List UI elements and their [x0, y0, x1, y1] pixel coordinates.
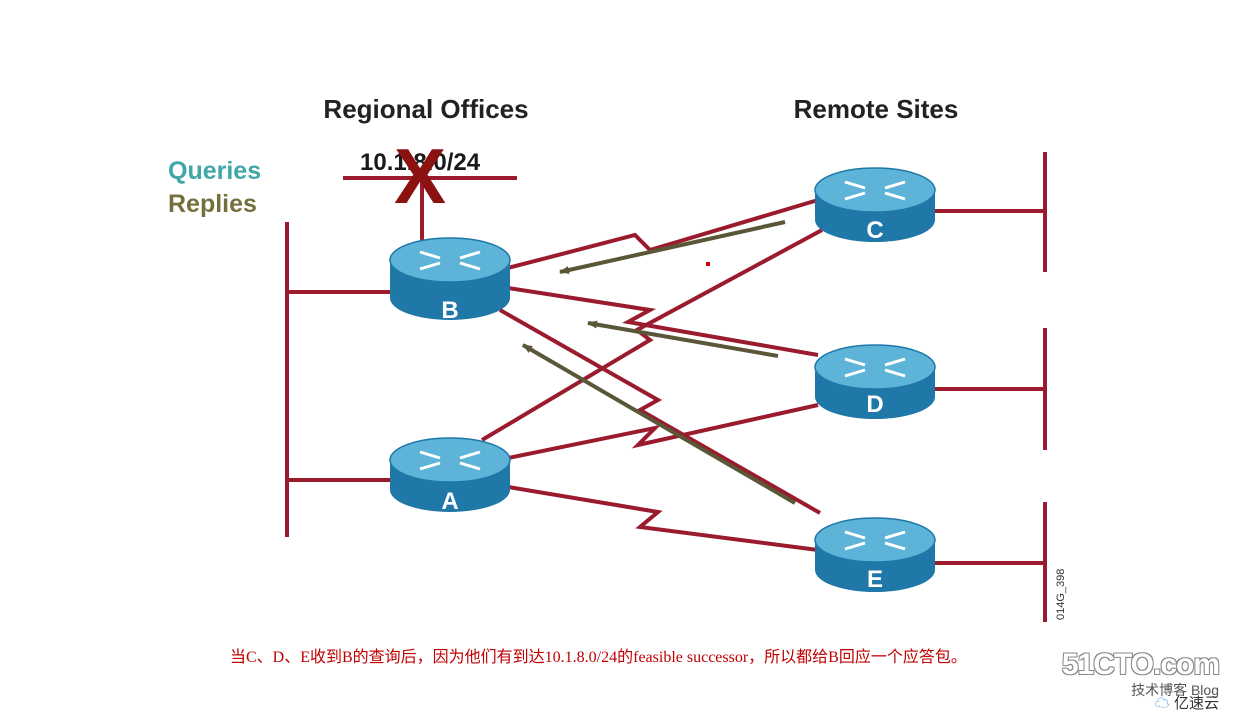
watermark-secondary: ☁ 亿速云 — [1155, 692, 1219, 713]
red-dot — [706, 262, 710, 266]
router-arrows-icon — [844, 530, 906, 551]
svg-text:X: X — [394, 132, 446, 220]
regional-lan — [285, 222, 395, 537]
router-b-label: B — [441, 297, 458, 324]
watermark: 51CTO.com 技术博客 Blog — [1061, 648, 1220, 700]
heading-regional-offices: Regional Offices — [323, 94, 528, 124]
router-arrows-icon — [844, 180, 906, 201]
wan-links — [480, 198, 823, 552]
reply-arrow-e — [521, 343, 797, 505]
network-segment — [343, 176, 517, 248]
reply-arrow-d — [587, 320, 779, 358]
router-e: E — [814, 517, 936, 593]
router-a: A — [389, 437, 511, 515]
link-b-c — [507, 198, 819, 270]
link-a-d — [507, 403, 819, 460]
router-c-label: C — [866, 217, 883, 244]
link-a-e — [507, 485, 819, 552]
reply-arrows — [521, 220, 797, 505]
reply-arrow-c — [559, 220, 786, 274]
router-arrows-icon — [419, 250, 481, 271]
router-arrows-icon — [419, 450, 481, 471]
router-b: B — [389, 237, 511, 324]
router-a-label: A — [441, 488, 458, 515]
failed-network-x-icon: X — [394, 132, 446, 220]
cloud-icon: ☁ — [1154, 695, 1170, 712]
figure-code: 014G_398 — [1055, 569, 1067, 620]
legend-replies: Replies — [168, 190, 257, 218]
router-d: D — [814, 344, 936, 419]
router-d-label: D — [866, 391, 883, 418]
router-e-label: E — [867, 566, 883, 593]
watermark-sub: 技术博客 Blog — [1131, 682, 1219, 698]
remote-lans — [935, 152, 1047, 622]
link-a-c — [480, 228, 823, 442]
legend-queries: Queries — [168, 157, 261, 185]
link-b-d — [507, 286, 819, 357]
heading-remote-sites: Remote Sites — [794, 94, 959, 124]
caption: 当C、D、E收到B的查询后，因为他们有到达10.1.8.0/24的feasibl… — [230, 649, 967, 666]
network-label: 10.1.8.0/24 — [360, 149, 481, 176]
watermark-secondary-text: 亿速云 — [1173, 695, 1219, 712]
watermark-main: 51CTO.com — [1061, 648, 1220, 681]
router-c: C — [814, 167, 936, 244]
link-b-e — [499, 308, 821, 515]
router-arrows-icon — [844, 357, 906, 378]
